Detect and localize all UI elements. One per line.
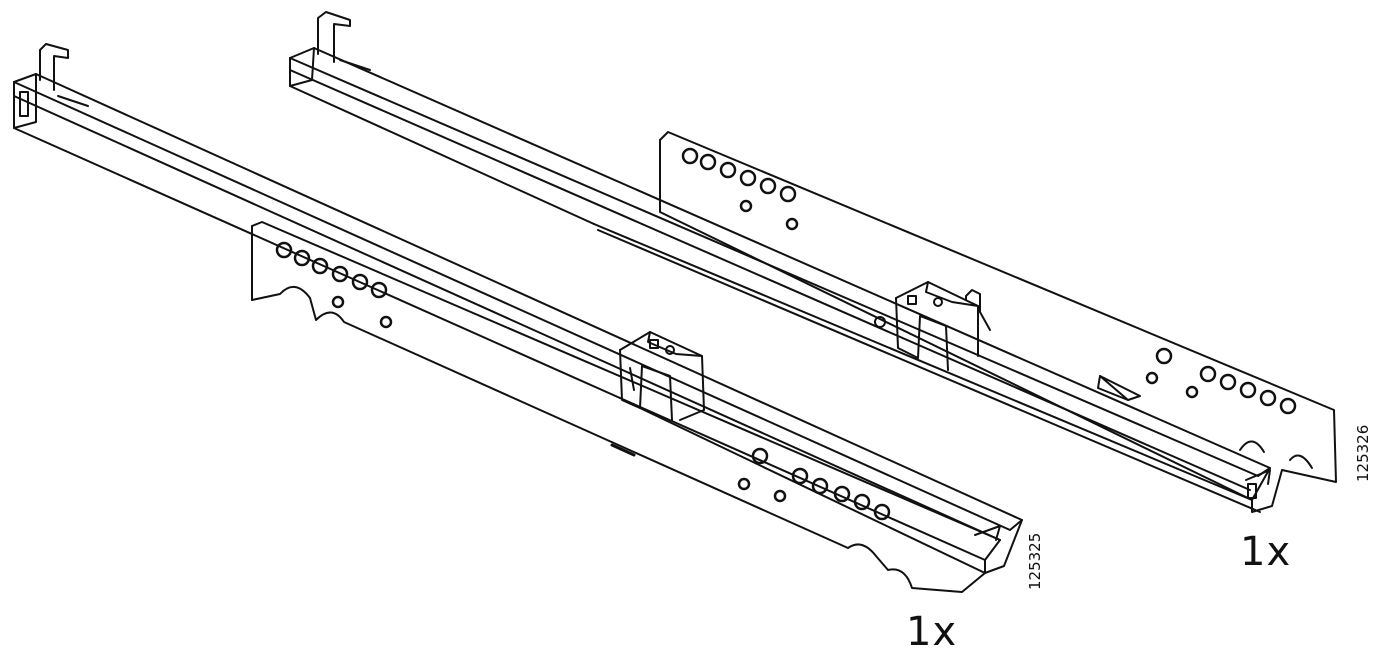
article-number-left: 125325 — [1026, 532, 1044, 590]
drawer-runner-left-icon — [13, 43, 1023, 593]
part-quantity-left: 1x — [906, 609, 958, 655]
article-number-right: 125326 — [1354, 424, 1372, 482]
part-quantity-right: 1x — [1240, 529, 1292, 575]
drawer-runner-right-icon — [289, 11, 1337, 513]
